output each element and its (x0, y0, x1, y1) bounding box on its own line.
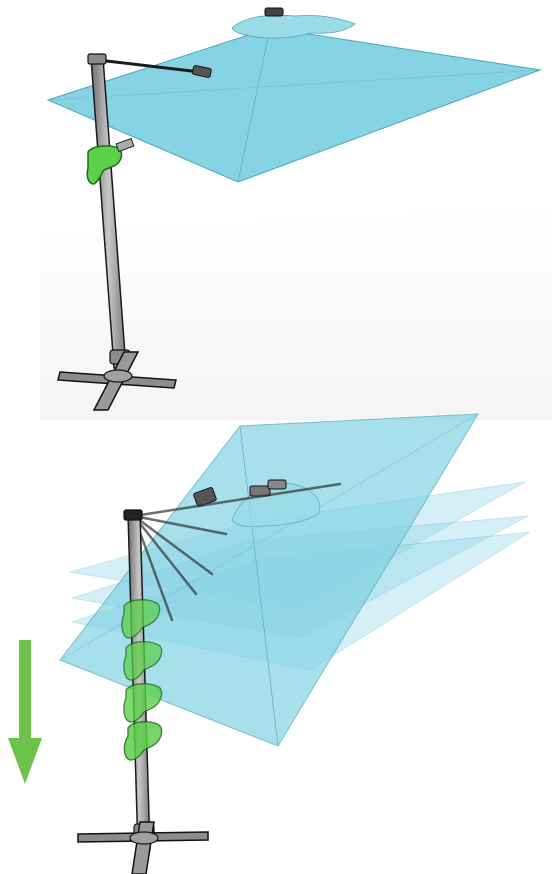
pole-top-cap (124, 510, 142, 520)
upright-umbrella-illustration (0, 0, 552, 420)
top-cap (268, 480, 286, 489)
tilting-sequence-illustration (0, 410, 552, 874)
top-cap (265, 8, 283, 16)
cross-base (78, 822, 208, 874)
canopy (48, 28, 540, 182)
upright-umbrella-panel (0, 0, 552, 420)
down-arrow-icon (8, 640, 42, 784)
canopy-top-vent (232, 15, 355, 38)
pole-top-cap (88, 54, 106, 64)
tilting-sequence-panel (0, 410, 552, 874)
